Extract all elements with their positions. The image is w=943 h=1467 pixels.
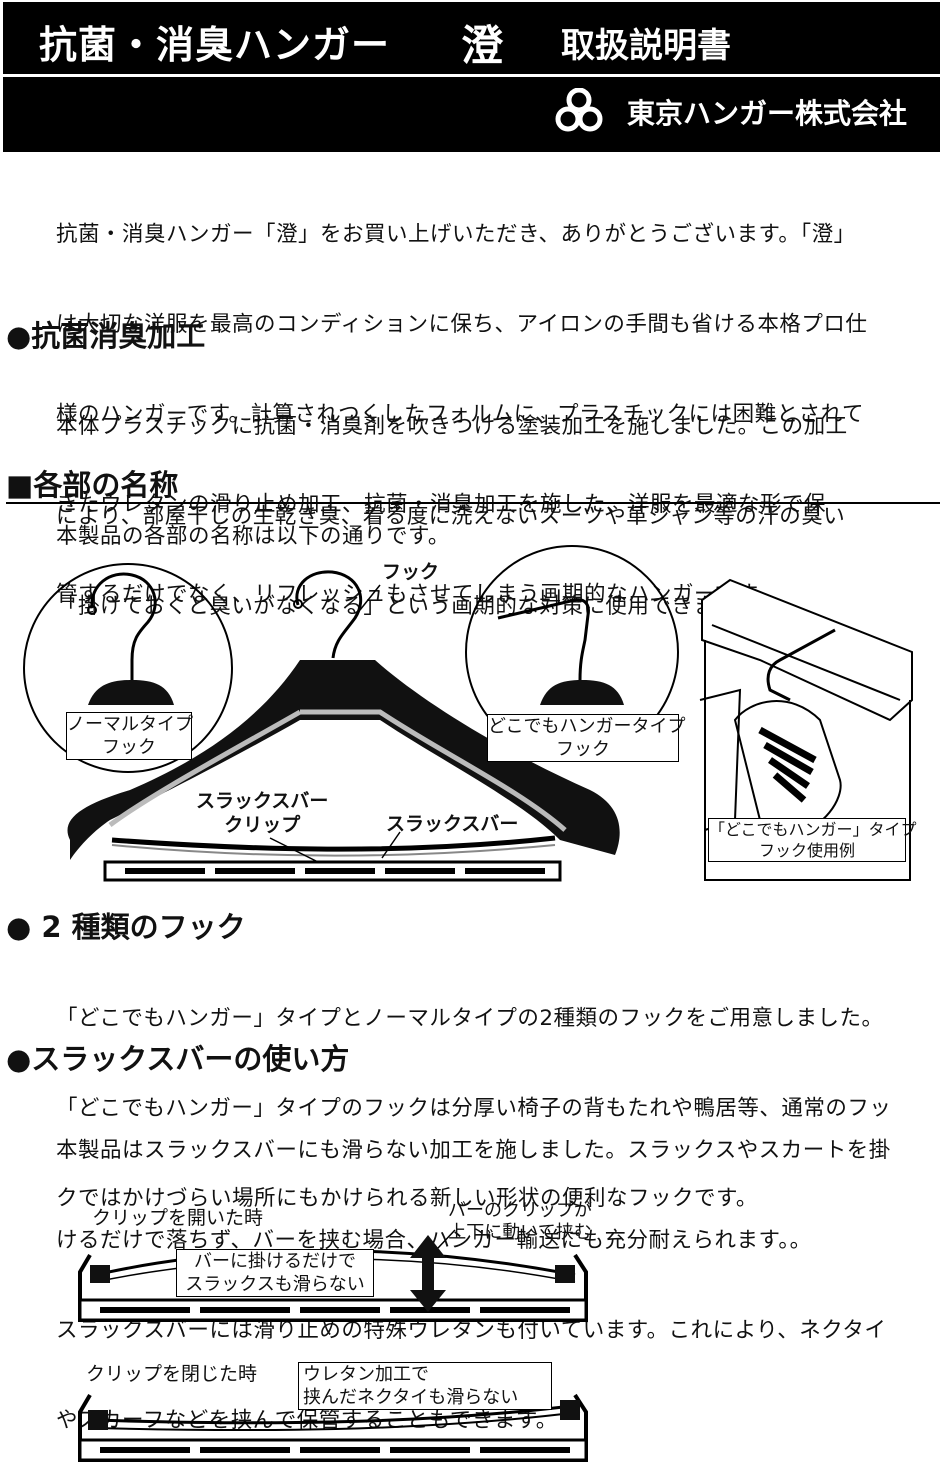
antibacterial-heading: ●抗菌消臭加工 [6,319,206,353]
label-dokodemo-hook: どこでもハンガータイプ フック [487,714,686,762]
label-slacks-bar-clip: スラックスバー クリップ [196,790,329,836]
slacks-line: スラックスバーには滑り止めの特殊ウレタンも付いています。これにより、ネクタイ [56,1318,887,1343]
header-company: 東京ハンガー株式会社 [627,97,908,130]
hooks-line: 「どこでもハンガー」タイプとノーマルタイプの2種類のフックをご用意しました。 [56,1006,884,1031]
label-hook: フック [382,561,440,583]
label-clip-open: クリップを開いた時 [92,1207,264,1229]
intro-line: きたウレタンの滑り止め加工、抗菌・消臭加工を施した、洋服を最適な形で保 [56,492,827,517]
parts-heading: ■各部の名称 [6,468,179,502]
label-slacks-bar: スラックスバー [386,813,519,835]
header-doc-type: 取扱説明書 [561,26,731,66]
parts-intro: 本製品の各部の名称は以下の通りです。 [56,524,450,549]
header-banner: 抗菌・消臭ハンガー 澄 取扱説明書 東京ハンガー株式会社 [3,2,940,152]
hooks-line: 「どこでもハンガー」タイプのフックは分厚い椅子の背もたれや鴨居等、通常のフッ [56,1096,892,1121]
slacks-line: 本製品はスラックスバーにも滑らない加工を施しました。スラックスやスカートを掛 [56,1138,891,1163]
intro-line: 管するだけでなく、リフレッシュもさせてしまう画期的なハンガーです。 [56,582,779,607]
header-product-name: 澄 [461,21,504,70]
slacks-heading: ●スラックスバーの使い方 [6,1042,350,1076]
company-logo-icon [555,88,603,132]
header-title: 抗菌・消臭ハンガー [39,23,391,67]
intro-line: 様のハンガーです。計算されつくしたフォルムに、プラスチックには困難とされて [56,402,864,427]
label-clip-closed: クリップを閉じた時 [86,1363,258,1385]
label-normal-hook: ノーマルタイプ フック [66,712,193,760]
intro-line: は大切な洋服を最高のコンディションに保ち、アイロンの手間も省ける本格プロ仕 [56,312,868,337]
label-usage-example: 「どこでもハンガー」タイプ フック使用例 [708,818,917,862]
antibacterial-line: により、部屋干しの生乾き臭、着る度に洗えないスーツや革ジャン等の汗の臭い [56,504,846,529]
hooks-paragraph: 「どこでもハンガー」タイプとノーマルタイプの2種類のフックをご用意しました。 「… [56,944,891,1244]
hooks-line: クではかけづらい場所にもかけられる新しい形状の便利なフックです。 [56,1186,758,1211]
slacks-paragraph: 本製品はスラックスバーにも滑らない加工を施しました。スラックスやスカートを掛 け… [56,1076,891,1466]
hooks-heading: ● 2 種類のフック [6,910,246,944]
intro-paragraph: 抗菌・消臭ハンガー「澄」をお買い上げいただき、ありがとうございます。「澄」 は大… [56,160,867,640]
antibacterial-paragraph: 本体プラスチックに抗菌・消臭剤を吹きつける塗装加工を施しました。この加工 により… [56,352,848,652]
antibacterial-line: 本体プラスチックに抗菌・消臭剤を吹きつける塗装加工を施しました。この加工 [56,414,848,439]
intro-line: 抗菌・消臭ハンガー「澄」をお買い上げいただき、ありがとうございます。「澄」 [56,222,856,247]
hanger-illustration [23,545,913,882]
label-no-slip: バーに掛けるだけで スラックスも滑らない [176,1249,374,1297]
parts-divider [6,502,940,504]
antibacterial-line: 「掛けておくと臭いがなくなる」という画期的な対策に使用できます。 [56,594,758,619]
label-clip-move: バーのクリップが 上下に動いて挟む [448,1200,592,1243]
header-divider [3,74,940,93]
label-urethane: ウレタン加工で 挟んだネクタイも滑らない [298,1362,552,1410]
